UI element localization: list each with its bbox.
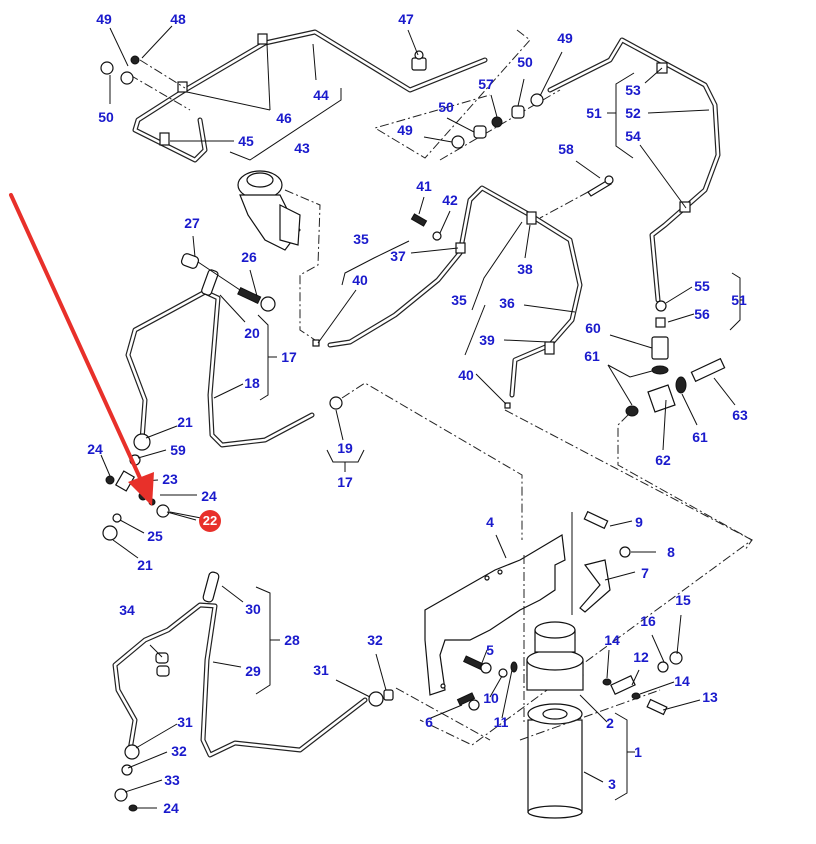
part-label-36[interactable]: 36 [499,295,515,311]
fitting-stack-49-50-57 [439,89,561,161]
part-label-28[interactable]: 28 [284,632,300,648]
part-label-56[interactable]: 56 [694,306,710,322]
part-label-17b[interactable]: 17 [337,474,353,490]
part-label-3[interactable]: 3 [608,776,616,792]
part-label-25[interactable]: 25 [147,528,163,544]
part-label-2[interactable]: 2 [606,715,614,731]
part-label-51b[interactable]: 51 [731,292,747,308]
part-label-13[interactable]: 13 [702,689,718,705]
part-label-49a[interactable]: 49 [96,11,112,27]
part-label-17a[interactable]: 17 [281,349,297,365]
part-label-12[interactable]: 12 [633,649,649,665]
part-label-24c[interactable]: 24 [163,800,179,816]
part-label-39[interactable]: 39 [479,332,495,348]
part-label-31b[interactable]: 31 [177,714,193,730]
part-label-14a[interactable]: 14 [604,632,620,648]
part-label-52[interactable]: 52 [625,105,641,121]
part-label-9[interactable]: 9 [635,514,643,530]
leader-lines [100,25,744,809]
part-label-55[interactable]: 55 [694,278,710,294]
exploded-view-outline [373,29,531,159]
part-label-33[interactable]: 33 [164,772,180,788]
filter-hardware [456,651,683,716]
dashed-outline-filter [419,409,753,746]
part-label-49c[interactable]: 49 [557,30,573,46]
part-label-7[interactable]: 7 [641,565,649,581]
part-label-38[interactable]: 38 [517,261,533,277]
part-label-40a[interactable]: 40 [352,272,368,288]
part-label-21b[interactable]: 21 [137,557,153,573]
bracket-4 [424,534,566,696]
part-label-15[interactable]: 15 [675,592,691,608]
part-label-47[interactable]: 47 [398,11,414,27]
highlighted-part-badge[interactable]: 22 [199,510,221,532]
part-label-63[interactable]: 63 [732,407,748,423]
part-label-30[interactable]: 30 [245,601,261,617]
part-label-6[interactable]: 6 [425,714,433,730]
part-label-24a[interactable]: 24 [87,441,103,457]
part-label-5[interactable]: 5 [486,642,494,658]
part-label-10[interactable]: 10 [483,690,499,706]
part-label-34[interactable]: 34 [119,602,135,618]
part-label-44[interactable]: 44 [313,87,329,103]
part-label-21a[interactable]: 21 [177,414,193,430]
part-label-43[interactable]: 43 [294,140,310,156]
part-label-50b[interactable]: 50 [438,99,454,115]
part-label-35a[interactable]: 35 [353,231,369,247]
part-label-57[interactable]: 57 [478,76,494,92]
part-58-bolt [539,175,614,219]
part-label-59[interactable]: 59 [170,442,186,458]
part-label-8[interactable]: 8 [667,544,675,560]
part-label-62[interactable]: 62 [655,452,671,468]
part-label-23[interactable]: 23 [162,471,178,487]
part-label-32a[interactable]: 32 [367,632,383,648]
part-label-53[interactable]: 53 [625,82,641,98]
part-label-35b[interactable]: 35 [451,292,467,308]
highlight-arrow [9,193,154,506]
part-label-19[interactable]: 19 [337,440,353,456]
part-label-37[interactable]: 37 [390,248,406,264]
part-label-20[interactable]: 20 [244,325,260,341]
bracket-7 [571,510,631,615]
part-label-48[interactable]: 48 [170,11,186,27]
lift-pump [237,170,321,341]
pipe-assembly-43 [100,29,488,163]
part-label-45[interactable]: 45 [238,133,254,149]
part-label-60[interactable]: 60 [585,320,601,336]
part-label-1[interactable]: 1 [634,744,642,760]
part-label-49b[interactable]: 49 [397,122,413,138]
pipe-assembly-28 [112,571,491,812]
part-label-40b[interactable]: 40 [458,367,474,383]
part-label-11[interactable]: 11 [493,714,509,730]
part-label-24b[interactable]: 24 [201,488,217,504]
part-label-16[interactable]: 16 [640,613,656,629]
pipe-assembly-35 [312,185,583,409]
part-label-26[interactable]: 26 [241,249,257,265]
part-label-31a[interactable]: 31 [313,662,329,678]
part-label-58[interactable]: 58 [558,141,574,157]
pipe-assembly-17 [125,253,523,540]
part-label-51a[interactable]: 51 [586,105,602,121]
part-47-bolt [411,50,427,71]
fuel-filter [519,555,661,819]
part-label-46[interactable]: 46 [276,110,292,126]
part-label-61b[interactable]: 61 [692,429,708,445]
part-label-50a[interactable]: 50 [98,109,114,125]
part-label-14b[interactable]: 14 [674,673,690,689]
part-label-29[interactable]: 29 [245,663,261,679]
part-label-32b[interactable]: 32 [171,743,187,759]
part-label-54[interactable]: 54 [625,128,641,144]
part-label-18[interactable]: 18 [244,375,260,391]
part-label-4[interactable]: 4 [486,514,494,530]
fitting-stack-60-63 [617,300,753,551]
part-label-61a[interactable]: 61 [584,348,600,364]
part-label-42[interactable]: 42 [442,192,458,208]
part-label-41[interactable]: 41 [416,178,432,194]
part-label-27[interactable]: 27 [184,215,200,231]
part-label-50c[interactable]: 50 [517,54,533,70]
